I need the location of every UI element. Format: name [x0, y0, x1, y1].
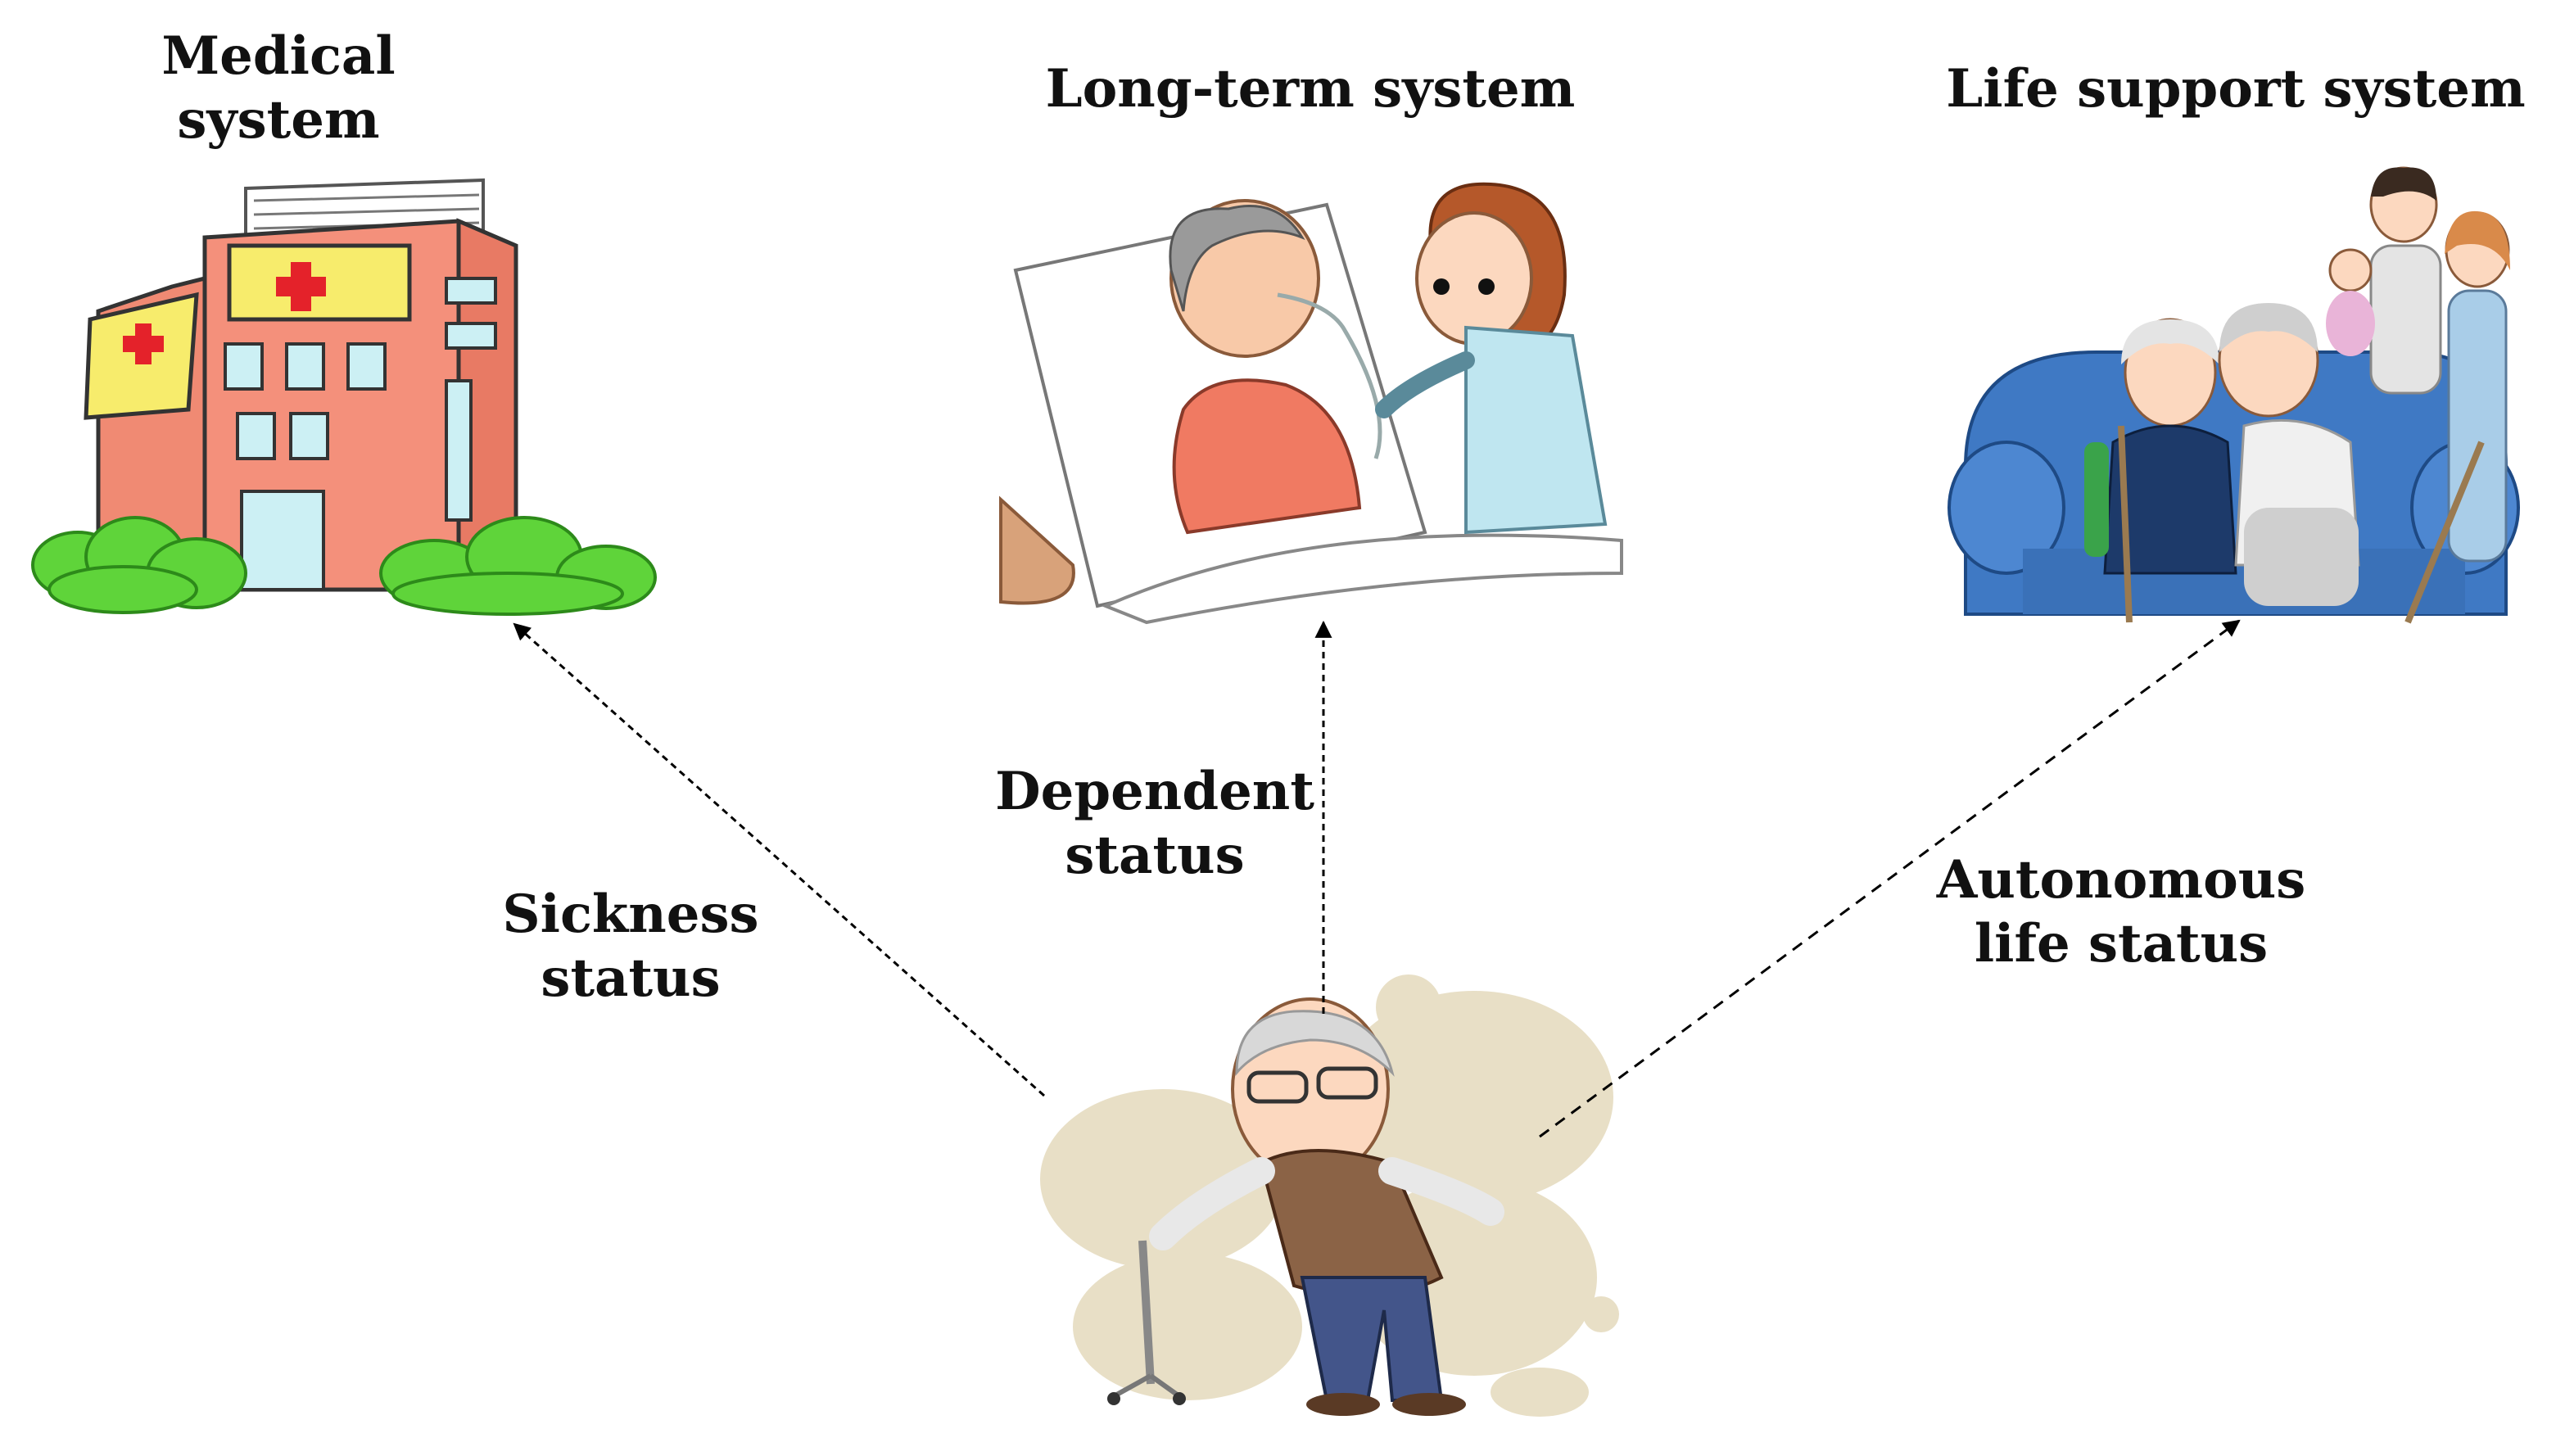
long-term-system-title: Long-term system [1024, 57, 1597, 121]
arrow-autonomous [1539, 619, 2241, 1138]
hospital-icon [31, 178, 657, 616]
medical-system-title-line2: system [177, 89, 380, 151]
family-with-elderly-couple-icon [1948, 166, 2520, 624]
autonomous-status-line1: Autonomous [1936, 849, 2306, 911]
sickness-status-line2: status [541, 947, 721, 1009]
dependent-status-line1: Dependent [995, 761, 1314, 822]
arrow-sickness [513, 622, 1045, 1097]
autonomous-life-status-label: Autonomous life status [1908, 848, 2334, 976]
elderly-man-with-cane-icon [1040, 974, 1619, 1417]
life-support-system-title-text: Life support system [1946, 58, 2526, 120]
medical-system-title-line1: Medical [161, 25, 396, 87]
bedridden-patient-with-nurse-icon [999, 182, 1623, 625]
sickness-status-line1: Sickness [502, 884, 759, 945]
long-term-system-title-text: Long-term system [1045, 58, 1576, 120]
dependent-status-label: Dependent status [983, 760, 1327, 888]
medical-system-title: Medical system [156, 25, 401, 152]
life-support-system-title: Life support system [1941, 57, 2531, 121]
autonomous-status-line2: life status [1974, 913, 2269, 974]
dependent-status-line2: status [1065, 825, 1245, 886]
sickness-status-label: Sickness status [475, 883, 786, 1011]
